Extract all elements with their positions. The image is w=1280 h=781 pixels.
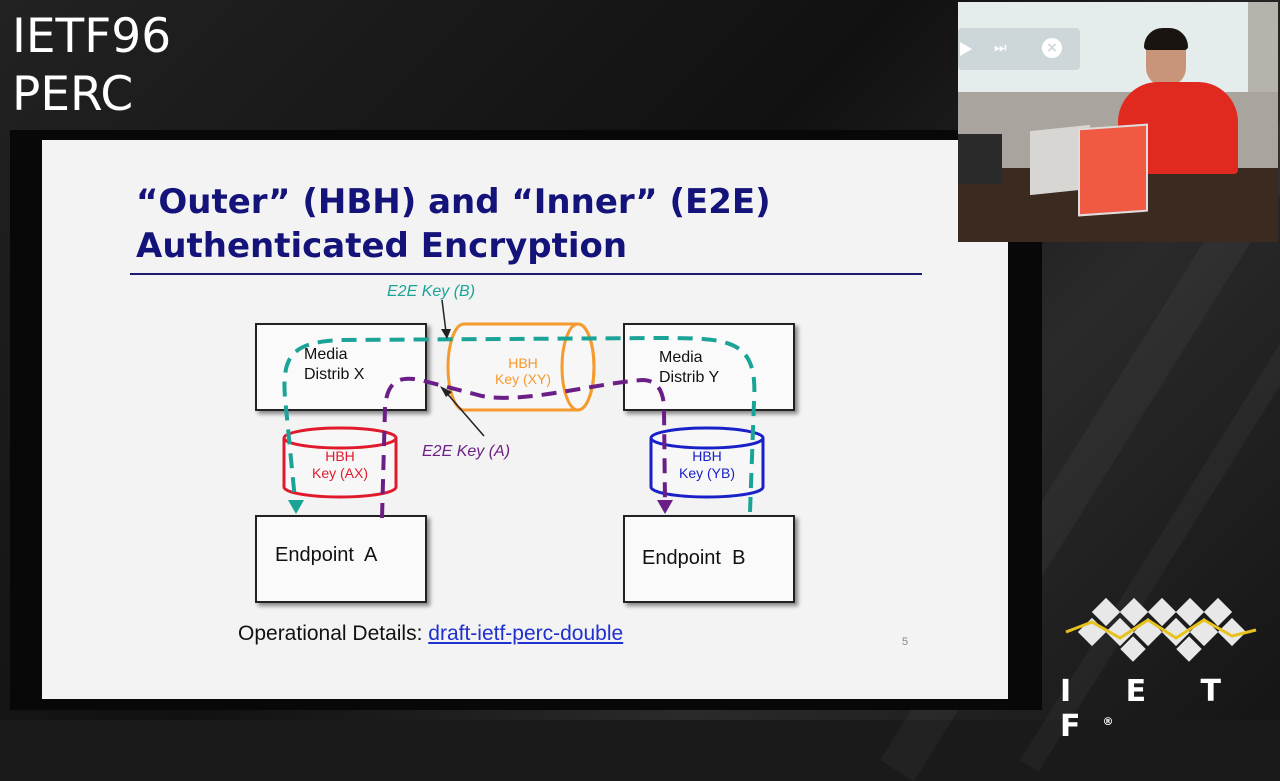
- slide-page-number: 5: [902, 636, 909, 648]
- media-distrib-x-label: Media Distrib X: [304, 345, 364, 385]
- callout-arrowhead: [441, 329, 451, 339]
- callout-arrowhead: [440, 386, 452, 397]
- red-tablet: [1078, 123, 1148, 217]
- ietf-logo-letters: I E T F: [1060, 674, 1244, 744]
- media-distrib-y-line-2: Distrib Y: [659, 369, 720, 386]
- skip-forward-icon[interactable]: ⏭: [994, 40, 1007, 56]
- media-distrib-x-line-1: Media: [304, 346, 348, 363]
- purple-arrowhead: [657, 500, 673, 514]
- ietf-logo-mark: [1065, 598, 1257, 662]
- hbh-key-yb-label-2: Key (YB): [679, 465, 735, 481]
- e2e-key-a-label: E2E Key (A): [422, 443, 510, 460]
- slide-title-line-2: Authenticated Encryption: [136, 226, 628, 266]
- session-name: PERC: [12, 67, 134, 122]
- registered-mark: ®: [1102, 715, 1114, 728]
- hbh-key-yb-label-1: HBH: [692, 448, 722, 464]
- play-icon[interactable]: [960, 42, 972, 56]
- left-laptop: [958, 134, 1002, 184]
- media-distrib-y-line-1: Media: [659, 349, 703, 366]
- hbh-key-ax-cylinder: HBH Key (AX): [282, 426, 398, 499]
- draft-link[interactable]: draft-ietf-perc-double: [428, 622, 624, 645]
- presentation-slide: “Outer” (HBH) and “Inner” (E2E) Authenti…: [42, 140, 1008, 699]
- speaker-video: ⏭ ×: [958, 2, 1278, 242]
- ietf-logo-text: I E T F®: [1060, 674, 1270, 744]
- hbh-key-xy-label-2: Key (XY): [495, 371, 551, 387]
- encryption-diagram: HBH Key (XY) HBH Key (AX) HBH Key (YB): [282, 283, 765, 519]
- hbh-key-xy-label-1: HBH: [508, 355, 538, 371]
- endpoint-a-box: [255, 515, 427, 603]
- event-name: IETF96: [12, 9, 172, 64]
- endpoint-a-label: Endpoint A: [275, 544, 378, 566]
- e2e-key-a-callout-arrow: [443, 389, 485, 437]
- slide-title-line-1: “Outer” (HBH) and “Inner” (E2E): [136, 182, 771, 222]
- e2e-key-b-label: E2E Key (B): [387, 283, 475, 300]
- title-divider: [130, 273, 922, 275]
- slide-title: “Outer” (HBH) and “Inner” (E2E) Authenti…: [136, 180, 916, 268]
- logo-zigzag: [1065, 618, 1257, 640]
- event-overlay-title: IETF96 PERC: [12, 8, 171, 124]
- endpoint-b-box: [623, 515, 795, 603]
- e2e-key-b-callout-arrow: [441, 299, 447, 333]
- close-icon[interactable]: ×: [1042, 38, 1062, 58]
- media-distrib-y-label: Media Distrib Y: [659, 348, 719, 388]
- hbh-key-yb-cylinder: HBH Key (YB): [649, 426, 765, 499]
- operational-details: Operational Details: draft-ietf-perc-dou…: [238, 622, 623, 646]
- media-distrib-x-line-2: Distrib X: [304, 366, 365, 383]
- e2e-key-b-path: [282, 335, 757, 513]
- hbh-key-xy-cylinder: HBH Key (XY): [446, 322, 596, 412]
- operational-details-label: Operational Details:: [238, 622, 429, 645]
- teal-arrowhead: [288, 500, 304, 514]
- endpoint-b-label: Endpoint B: [642, 547, 746, 569]
- e2e-key-a-path: [380, 376, 667, 519]
- speaker-hair: [1144, 28, 1188, 50]
- hbh-key-ax-label-2: Key (AX): [312, 465, 368, 481]
- hbh-key-ax-label-1: HBH: [325, 448, 355, 464]
